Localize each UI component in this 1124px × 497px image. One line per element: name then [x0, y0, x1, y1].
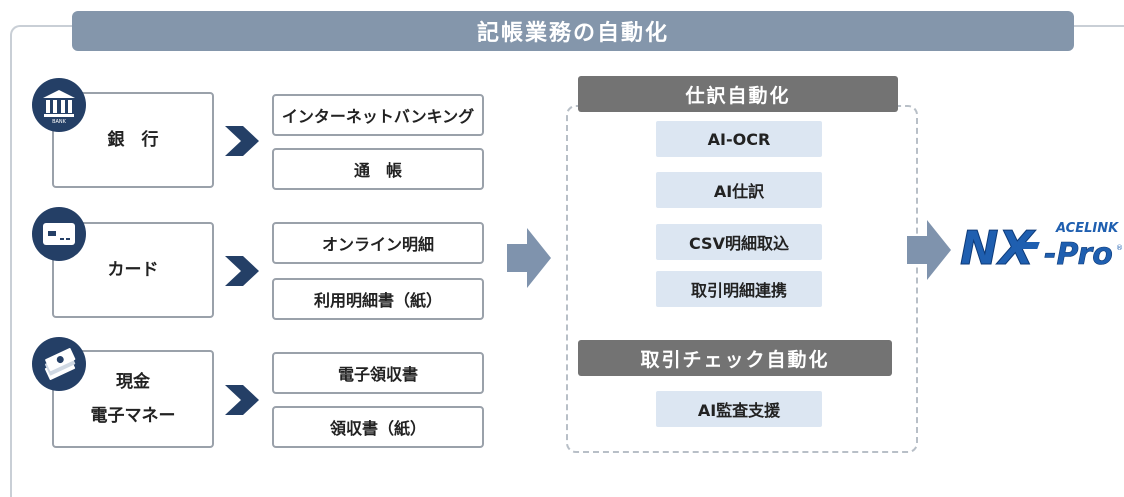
- page-title: 記帳業務の自動化: [72, 11, 1074, 51]
- cash-item-e-receipt: 電子領収書: [272, 352, 484, 394]
- arrow-right-icon: [907, 220, 951, 280]
- product-brand: ACELINK: [1055, 221, 1119, 236]
- registered-mark: ®: [1116, 244, 1123, 252]
- source-card-label: カード: [107, 260, 159, 280]
- cash-icon: [32, 337, 86, 391]
- feature-ai-ocr: AI-OCR: [656, 121, 822, 157]
- bank-icon-text: BANK: [52, 119, 67, 125]
- source-card: カード: [52, 222, 214, 318]
- chevron-right-icon: [225, 385, 259, 415]
- journal-automation-header: 仕訳自動化: [578, 76, 898, 112]
- feature-transaction-link: 取引明細連携: [656, 271, 822, 307]
- bank-icon: BANK: [32, 78, 86, 132]
- card-item-paper-statement: 利用明細書（紙）: [272, 278, 484, 320]
- bank-item-internet-banking: インターネットバンキング: [272, 94, 484, 136]
- feature-ai-journal: AI仕訳: [656, 172, 822, 208]
- bank-item-passbook: 通 帳: [272, 148, 484, 190]
- product-name-sub: -Pro: [1044, 237, 1113, 272]
- feature-csv-import: CSV明細取込: [656, 224, 822, 260]
- transaction-check-header: 取引チェック自動化: [578, 340, 892, 376]
- credit-card-icon: [32, 207, 86, 261]
- feature-ai-audit: AI監査支援: [656, 391, 822, 427]
- card-item-online-statement: オンライン明細: [272, 222, 484, 264]
- product-logo: NX -Pro ACELINK ®: [958, 214, 1124, 276]
- source-bank-label: 銀 行: [107, 130, 159, 150]
- source-emoney-label: 電子マネー: [90, 406, 176, 426]
- arrow-right-icon: [507, 228, 551, 288]
- chevron-right-icon: [225, 126, 259, 156]
- cash-item-paper-receipt: 領収書（紙）: [272, 406, 484, 448]
- chevron-right-icon: [225, 256, 259, 286]
- source-cash-label: 現金: [116, 372, 150, 392]
